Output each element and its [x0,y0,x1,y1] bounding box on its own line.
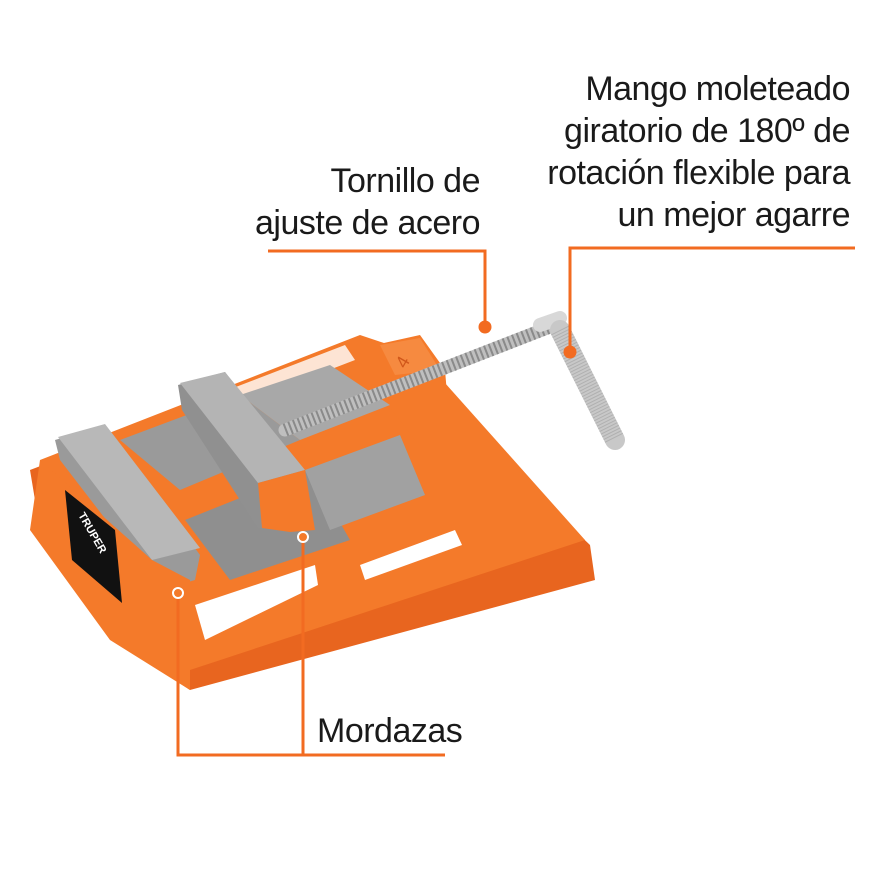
callout-screw-label: Tornillo de ajuste de acero [255,160,481,244]
callout-screw-line-2: ajuste de acero [255,204,481,242]
callout-jaws-line [172,531,445,757]
guide-plate-back [240,365,390,440]
guide-plate-right [305,435,425,530]
callout-screw-line-1: Tornillo de [330,162,481,200]
adjusting-screw [278,318,562,437]
callout-screw-line [268,249,492,334]
callout-handle-line-4: un mejor agarre [617,196,850,234]
callout-handle-label: Mango moleteado giratorio de 180º de rot… [547,68,850,236]
vise-rear-block: 4 [375,335,450,440]
callout-jaws-label: Mordazas [317,710,463,752]
callout-handle-line-3: rotación flexible para [547,154,850,192]
callout-handle-line-2: giratorio de 180º de [564,112,850,150]
callout-handle-line-1: Mango moleteado [585,70,850,108]
callout-jaws-line-1: Mordazas [317,712,463,750]
movable-jaw [178,372,315,532]
callout-handle-line [563,246,855,359]
knurled-handle [533,311,625,450]
